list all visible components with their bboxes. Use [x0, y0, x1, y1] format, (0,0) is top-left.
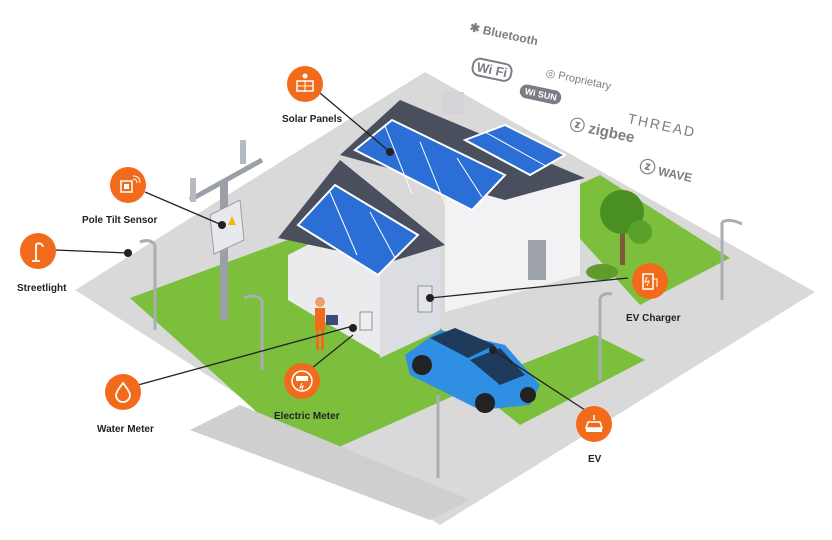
- zwave-icon: ⓩ: [637, 158, 657, 179]
- device-label-solar-panels: Solar Panels: [282, 114, 343, 125]
- device-label-ev: EV: [588, 454, 602, 465]
- solar-panel-array-right: [462, 123, 568, 177]
- house-window: [528, 240, 546, 280]
- device-label-electric-meter: Electric Meter: [274, 411, 340, 422]
- streetlight-far-right: [720, 218, 743, 300]
- solar-panel-icon: [287, 66, 323, 102]
- electric-car: [405, 328, 540, 413]
- bluetooth-icon: ✱: [468, 20, 482, 36]
- connector-dots: [124, 148, 497, 354]
- electric-vehicle-icon: [576, 406, 612, 442]
- connector-lines: [54, 92, 629, 413]
- device-label-water-meter: Water Meter: [97, 424, 154, 435]
- streetlight-right: [598, 292, 613, 380]
- utility-pole: [188, 140, 264, 320]
- worker-figure: [315, 297, 338, 350]
- streetlight-left: [139, 239, 157, 330]
- radio-waves-icon: ◎: [544, 67, 557, 81]
- electric-meter-icon: [284, 363, 320, 399]
- device-label-streetlight: Streetlight: [17, 283, 67, 294]
- chip-wifi-icon: [110, 167, 146, 203]
- device-label-ev-charger: EV Charger: [626, 313, 681, 324]
- ev-charger-icon: [632, 263, 668, 299]
- tree: [586, 190, 652, 280]
- sidewalk: [190, 405, 470, 520]
- device-label-pole-tilt-sensor: Pole Tilt Sensor: [82, 215, 158, 226]
- zigbee-icon: ⓩ: [568, 116, 587, 136]
- streetlight-center: [243, 294, 264, 370]
- solar-panel-array-lower: [296, 183, 420, 277]
- streetlight-icon: [20, 233, 56, 269]
- water-drop-icon: [105, 374, 141, 410]
- solar-panel-array-upper: [353, 118, 507, 212]
- chimney: [442, 92, 464, 114]
- electric-meter-box: [359, 311, 373, 331]
